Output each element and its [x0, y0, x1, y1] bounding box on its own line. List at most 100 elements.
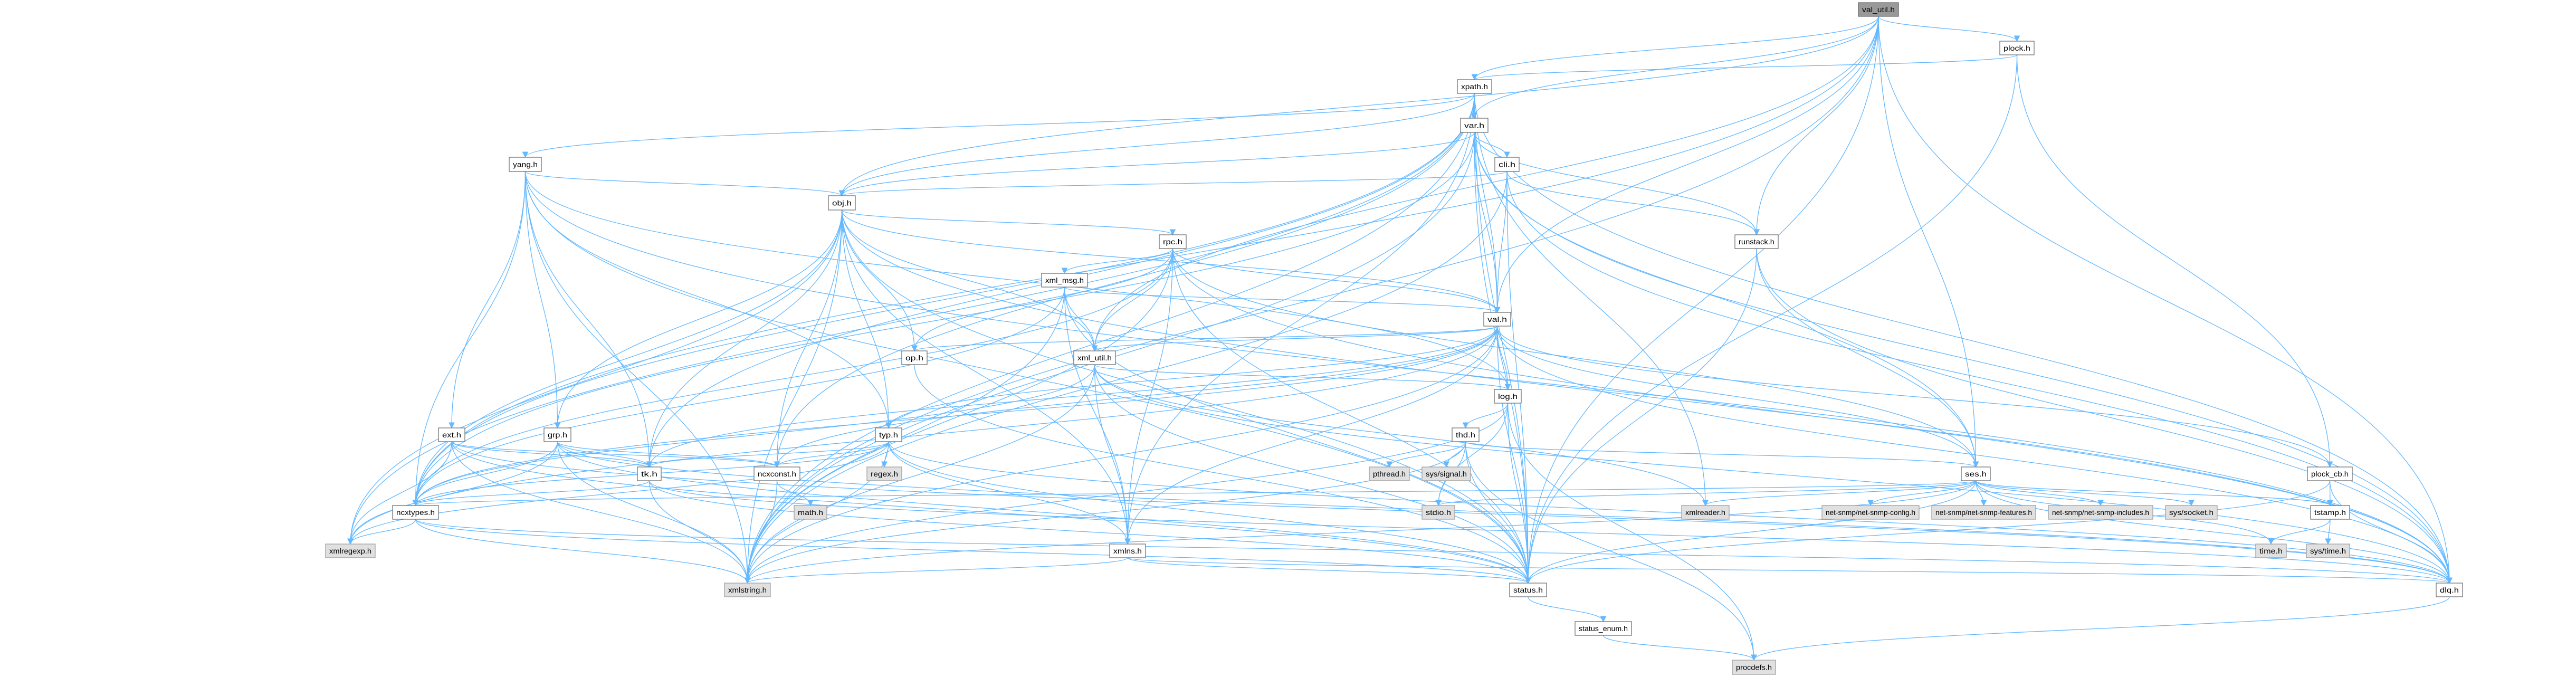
node-tk-h[interactable]: tk.h [637, 466, 662, 481]
edge-val-util-h-to-xml-util-h [1091, 16, 1879, 352]
node-label: grp.h [548, 431, 567, 439]
node-xpath-h[interactable]: xpath.h [1457, 79, 1492, 94]
node-runstack-h[interactable]: runstack.h [1734, 234, 1779, 249]
node-sys-signal-h: sys/signal.h [1421, 466, 1471, 481]
node-label: time.h [2259, 547, 2283, 555]
node-label: var.h [1464, 121, 1484, 130]
edge-xml-util-h-to-xmlns-h [1094, 364, 1131, 545]
edge-rpc-h-to-xml-msg-h [1061, 248, 1173, 274]
edge-val-util-h-to-runstack-h [1753, 16, 1879, 236]
edge-tk-h-to-ncxtypes-h [412, 480, 650, 507]
node-procdefs-h: procdefs.h [1732, 660, 1776, 675]
edge-ses-h-to-ncxtypes-h [413, 480, 1977, 507]
node-xmlregexp-h: xmlregexp.h [325, 543, 376, 558]
node-plock-h[interactable]: plock.h [1999, 41, 2035, 55]
edge-log-h-to-status-h [1507, 403, 1531, 584]
node-label: regex.h [871, 470, 898, 478]
node-box [1821, 505, 1920, 520]
node-label: xml_msg.h [1045, 276, 1084, 284]
edge-cli-h-to-val-h [1494, 171, 1508, 313]
edge-ext-h-to-tk-h [451, 441, 653, 468]
node-obj-h[interactable]: obj.h [828, 195, 856, 211]
node-label: net-snmp/net-snmp-features.h [1935, 508, 2032, 517]
node-label: typ.h [879, 431, 898, 439]
edge-runstack-h-to-ses-h [1756, 248, 1979, 468]
node-tstamp-h[interactable]: tstamp.h [2310, 505, 2350, 520]
node-rpc-h[interactable]: rpc.h [1159, 234, 1187, 249]
edge-ses-h-to-xmlstring-h [744, 480, 1977, 584]
node-ses-h[interactable]: ses.h [1961, 466, 1991, 481]
edge-obj-h-to-xml-util-h [841, 209, 1098, 352]
node-box [2048, 505, 2153, 520]
edge-rpc-h-to-xml-util-h [1091, 248, 1173, 352]
node-cli-h[interactable]: cli.h [1494, 157, 1520, 172]
node-label: plock_cb.h [2311, 470, 2349, 478]
edge-ses-h-to-dlq-h [1975, 480, 2453, 584]
edge-val-h-to-dlq-h [1496, 326, 2453, 584]
edge-yang-h-to-ext-h [449, 171, 526, 429]
node-xml-msg-h[interactable]: xml_msg.h [1041, 273, 1088, 288]
node-box [1575, 621, 1632, 636]
edge-xml-msg-h-to-xmlstring-h [744, 287, 1065, 584]
node-box [1457, 79, 1492, 94]
node-box [1509, 583, 1547, 597]
edge-plock-h-to-plock-cb-h [2016, 54, 2333, 468]
node-ext-h[interactable]: ext.h [438, 427, 465, 442]
node-val-util-h[interactable]: val_util.h [1858, 2, 1899, 17]
edge-obj-h-to-grp-h [554, 209, 843, 429]
node-label: xmlreader.h [1685, 508, 1725, 517]
node-typ-h[interactable]: typ.h [875, 427, 902, 442]
edge-xpath-h-to-dlq-h [1474, 93, 2453, 584]
edge-log-h-to-thd-h [1462, 403, 1509, 429]
node-ncxtypes-h[interactable]: ncxtypes.h [392, 505, 439, 520]
edge-xmlns-h-to-xmlstring-h [744, 557, 1128, 584]
edge-rpc-h-to-dlq-h [1172, 248, 2453, 584]
edge-var-h-to-obj-h [838, 132, 1475, 197]
node-plock-cb-h[interactable]: plock_cb.h [2307, 466, 2353, 481]
edge-cli-h-to-xmlstring-h [744, 171, 1508, 584]
edge-var-h-to-runstack-h [1474, 132, 1760, 236]
edges [347, 16, 2453, 661]
node-box [1452, 427, 1480, 442]
edge-runstack-h-to-status-h [1525, 248, 1757, 584]
node-box [2306, 543, 2350, 558]
node-var-h[interactable]: var.h [1460, 118, 1489, 133]
node-pthread-h: pthread.h [1369, 466, 1410, 481]
node-label: sys/time.h [2310, 547, 2346, 555]
node-thd-h[interactable]: thd.h [1452, 427, 1480, 442]
nodes: val_util.h plock.h xpath.h var.h cli.h yang.h… [325, 2, 2463, 675]
edge-typ-h-to-xmlns-h [888, 441, 1131, 545]
node-label: procdefs.h [1736, 663, 1772, 672]
node-ncxconst-h[interactable]: ncxconst.h [753, 466, 800, 481]
edge-xml-msg-h-to-val-h [1064, 287, 1500, 313]
node-log-h[interactable]: log.h [1494, 389, 1522, 404]
edge-log-h-to-procdefs-h [1507, 403, 1757, 661]
node-box [1681, 505, 1730, 520]
edge-tstamp-h-to-time-h [2268, 519, 2331, 545]
edge-typ-h-to-regex-h [881, 441, 889, 468]
node-box [438, 427, 465, 442]
node-xml-util-h[interactable]: xml_util.h [1073, 350, 1116, 365]
node-xmlns-h[interactable]: xmlns.h [1109, 543, 1146, 558]
node-label: status_enum.h [1579, 624, 1628, 633]
node-grp-h[interactable]: grp.h [543, 427, 571, 442]
node-box [1931, 505, 2036, 520]
edge-val-util-h-to-status-h [1525, 16, 1879, 584]
edge-obj-h-to-xmlstring-h [744, 209, 843, 584]
edge-val-h-to-xmlns-h [1124, 326, 1498, 545]
node-label: plock.h [2003, 44, 2030, 52]
node-val-h[interactable]: val.h [1483, 312, 1511, 327]
node-dlq-h[interactable]: dlq.h [2436, 583, 2463, 597]
node-label: obj.h [832, 199, 852, 207]
node-status-enum-h[interactable]: status_enum.h [1575, 621, 1632, 636]
node-box [1159, 234, 1187, 249]
node-yang-h[interactable]: yang.h [509, 157, 542, 172]
node-op-h[interactable]: op.h [901, 350, 928, 365]
edge-yang-h-to-tk-h [524, 171, 653, 468]
node-label: thd.h [1456, 431, 1475, 439]
edge-xmlns-h-to-dlq-h [1127, 557, 2452, 584]
edge-typ-h-to-tk-h [646, 441, 889, 468]
node-label: xmlstring.h [728, 586, 767, 594]
edge-xml-msg-h-to-ncxtypes-h [412, 287, 1065, 507]
node-status-h[interactable]: status.h [1509, 583, 1547, 597]
